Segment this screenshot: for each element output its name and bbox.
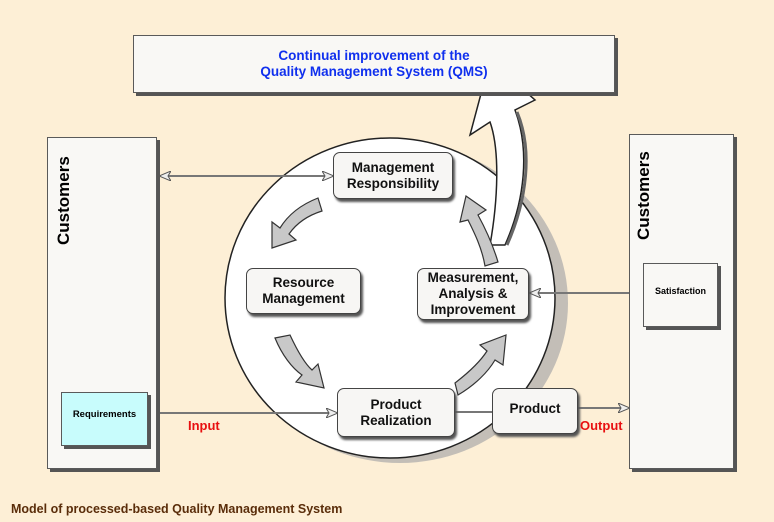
input-label: Input bbox=[188, 418, 220, 433]
realization-line-2: Realization bbox=[360, 412, 432, 428]
resource-line-2: Management bbox=[262, 291, 345, 306]
cycle-arrow-4-icon bbox=[459, 194, 499, 267]
continual-improvement-banner: Continual improvement of the Quality Man… bbox=[133, 35, 615, 93]
management-line-2: Responsibility bbox=[346, 175, 440, 191]
measurement-line-1: Measurement, bbox=[427, 270, 519, 285]
satisfaction-box: Satisfaction bbox=[643, 263, 718, 327]
measurement-analysis-improvement-box: Measurement,Analysis &Improvement bbox=[417, 268, 529, 320]
banner-line-2: Quality Management System (QMS) bbox=[260, 64, 488, 79]
cycle-arrow-2-icon bbox=[274, 334, 325, 389]
cycle-arrow-3-icon bbox=[454, 334, 507, 396]
output-label: Output bbox=[580, 418, 623, 433]
measurement-line-2: Analysis & bbox=[438, 286, 508, 301]
cycle-arrow-1-icon bbox=[271, 197, 323, 249]
requirements-label: Requirements bbox=[72, 408, 137, 420]
measurement-line-3: Improvement bbox=[430, 302, 516, 317]
resource-line-1: Resource bbox=[272, 275, 335, 290]
product-label: Product bbox=[509, 401, 561, 416]
diagram-caption: Model of processed-based Quality Managem… bbox=[11, 502, 343, 516]
product-box: Product bbox=[492, 388, 578, 434]
requirements-box: Requirements bbox=[61, 392, 148, 446]
customers-title-right: Customers bbox=[634, 151, 653, 240]
satisfaction-label: Satisfaction bbox=[654, 286, 706, 296]
realization-line-1: Product bbox=[370, 396, 422, 412]
customers-title-left: Customers bbox=[54, 156, 73, 245]
management-line-1: Management bbox=[351, 159, 435, 175]
banner-line-1: Continual improvement of the bbox=[278, 48, 470, 63]
improvement-arrow-icon bbox=[468, 58, 537, 246]
